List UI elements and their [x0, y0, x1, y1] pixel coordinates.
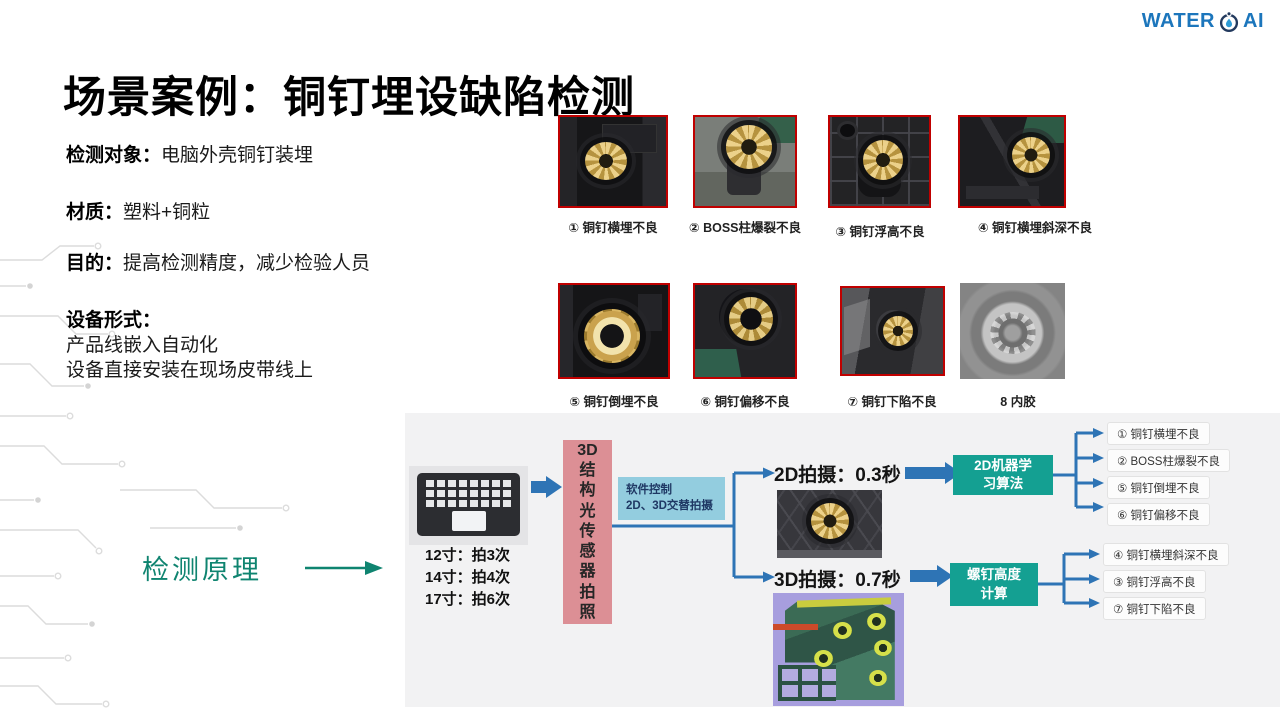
defect-caption-4: ④ 铜钉横埋斜深不良	[977, 221, 1093, 235]
flow-diagram-panel: 12寸：拍3次 14寸：拍4次 17寸：拍6次 3D 结 构 光 传 感 器 拍…	[405, 413, 1280, 707]
sensor-box-line: 感	[579, 543, 596, 561]
info-device-line-2: 设备直接安装在现场皮带线上	[66, 360, 314, 381]
height-map-grid	[778, 665, 836, 702]
shot-count-line: 17寸：拍6次	[425, 591, 511, 608]
info-device-line-1: 产品线嵌入自动化	[66, 335, 219, 356]
shot-count-line: 12寸：拍3次	[425, 547, 511, 564]
algo-2d-line: 2D机器学	[974, 457, 1032, 473]
principle-label: 检测原理	[142, 555, 262, 585]
algo-3d-line: 螺钉高度	[967, 567, 1021, 583]
laptop-keyboard-area	[425, 479, 512, 508]
algo-2d-box: 2D机器学 习算法	[953, 455, 1053, 495]
info-value: 提高检测精度，减少检验人员	[123, 253, 371, 274]
copper-insert-icon	[810, 503, 849, 540]
defect-photo-3	[828, 115, 931, 208]
flow-connectors	[531, 428, 1104, 608]
copper-insert-icon	[1012, 136, 1050, 173]
algo-3d-box: 螺钉高度 计算	[950, 563, 1038, 606]
info-label: 设备形式：	[66, 310, 162, 331]
sensor-box-line: 3D	[577, 442, 598, 460]
defect-photo-4	[958, 115, 1066, 208]
output-item: ② BOSS柱爆裂不良	[1107, 449, 1230, 472]
defect-caption-2: ② BOSS柱爆裂不良	[689, 221, 801, 235]
sensor-box-line: 照	[579, 603, 596, 621]
defect-photo-1	[558, 115, 668, 208]
software-control-line: 2D、3D交替拍摄	[626, 500, 713, 512]
output-item: ① 铜钉横埋不良	[1107, 422, 1210, 445]
info-label: 目的：	[66, 253, 124, 274]
info-label: 检测对象：	[66, 145, 162, 166]
copper-insert-icon	[883, 316, 914, 347]
brand-word-right: AI	[1243, 10, 1264, 32]
defect-photo-7	[840, 286, 945, 376]
block-arrow-icon	[905, 462, 961, 484]
sensor-box: 3D 结 构 光 传 感 器 拍 照	[563, 440, 612, 624]
washer-ring-icon	[813, 649, 833, 667]
page-title: 场景案例：铜钉埋设缺陷检测	[63, 73, 635, 122]
software-control-line: 软件控制	[626, 484, 672, 496]
height-map-marker	[773, 623, 818, 631]
washer-ring-icon	[873, 640, 892, 657]
defect-caption-1: ① 铜钉横埋不良	[568, 221, 658, 235]
software-control-box: 软件控制 2D、3D交替拍摄	[618, 477, 725, 520]
brand-logo: WATER AI	[1142, 10, 1264, 33]
defect-caption-6: ⑥ 铜钉偏移不良	[700, 395, 790, 409]
defect-caption-7: ⑦ 铜钉下陷不良	[847, 395, 937, 409]
output-item: ⑤ 铜钉倒埋不良	[1107, 476, 1210, 499]
copper-insert-icon	[583, 308, 640, 363]
sensor-box-line: 拍	[579, 583, 596, 601]
washer-ring-icon	[868, 669, 887, 686]
sensor-box-line: 器	[579, 563, 596, 581]
shot-count-text: 12寸：拍3次 14寸：拍4次 17寸：拍6次	[425, 545, 510, 611]
copper-insert-icon	[585, 141, 628, 180]
copper-insert-icon	[729, 296, 773, 341]
info-device-form: 设备形式：	[66, 305, 161, 332]
defect-photo-2	[693, 115, 797, 208]
output-item: ⑦ 铜钉下陷不良	[1103, 597, 1206, 620]
defect-photo-5	[558, 283, 670, 379]
laptop-shell-photo	[409, 466, 528, 545]
info-material: 材质：塑料+铜粒	[66, 197, 210, 224]
sensor-box-line: 传	[579, 522, 596, 540]
capture-3d-label: 3D拍摄：0.7秒	[774, 570, 901, 591]
defect-photo-6	[693, 283, 797, 379]
principle-arrow-icon	[305, 561, 383, 575]
defect-photo-8	[960, 283, 1065, 379]
info-label: 材质：	[66, 202, 124, 223]
sensor-box-line: 构	[579, 482, 596, 500]
defect-caption-3: ③ 铜钉浮高不良	[835, 225, 925, 239]
laptop-body	[417, 473, 520, 537]
brand-word-left: WATER	[1141, 10, 1215, 32]
defect-caption-8: 8 内胶	[1000, 395, 1036, 409]
outputs-3d-list: ④ 铜钉横埋斜深不良 ③ 铜钉浮高不良 ⑦ 铜钉下陷不良	[1103, 543, 1229, 624]
output-item: ③ 铜钉浮高不良	[1103, 570, 1206, 593]
block-arrow-icon	[531, 476, 562, 498]
algo-2d-line: 习算法	[982, 476, 1024, 491]
sample-photo-2d	[777, 490, 882, 558]
sensor-box-line: 结	[579, 462, 596, 480]
output-item: ⑥ 铜钉偏移不良	[1107, 503, 1210, 526]
sample-photo-3d	[773, 593, 904, 706]
capture-2d-label: 2D拍摄：0.3秒	[774, 465, 901, 486]
block-arrow-icon	[910, 565, 953, 587]
shot-count-line: 14寸：拍4次	[425, 569, 511, 586]
defect-caption-5: ⑤ 铜钉倒埋不良	[569, 395, 659, 409]
sensor-box-line: 光	[579, 502, 596, 520]
washer-ring-icon	[867, 613, 887, 631]
washer-ring-icon	[833, 622, 853, 640]
info-purpose: 目的：提高检测精度，减少检验人员	[66, 248, 370, 275]
water-drop-icon	[1218, 10, 1240, 33]
info-value: 塑料+铜粒	[123, 202, 211, 223]
info-detection-target: 检测对象：电脑外壳铜钉装埋	[66, 140, 313, 167]
output-item: ④ 铜钉横埋斜深不良	[1103, 543, 1229, 566]
laptop-trackpad-area	[452, 511, 486, 531]
circuit-pattern-decoration	[0, 242, 290, 708]
copper-insert-icon	[726, 125, 772, 169]
info-value: 电脑外壳铜钉装埋	[161, 145, 314, 166]
outputs-2d-list: ① 铜钉横埋不良 ② BOSS柱爆裂不良 ⑤ 铜钉倒埋不良 ⑥ 铜钉偏移不良	[1107, 422, 1230, 530]
algo-3d-line: 计算	[980, 585, 1008, 601]
copper-insert-icon	[862, 140, 903, 181]
